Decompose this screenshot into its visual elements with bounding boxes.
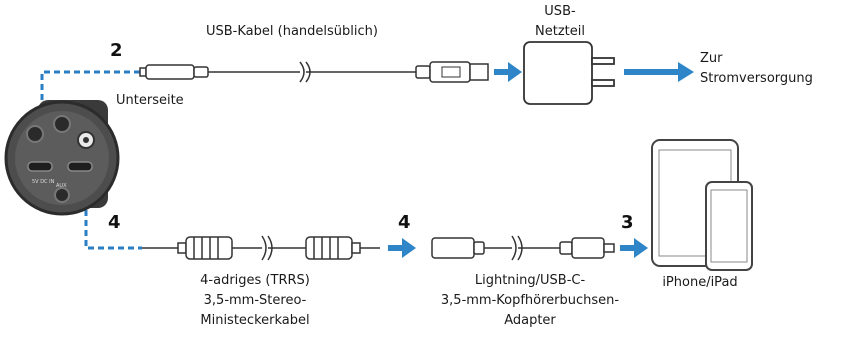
step-number-trrs-left: 4 [108,212,121,233]
headphone-adapter-cable [431,235,615,261]
usb-adapter-label-line2: Netzteil [535,24,585,39]
underside-label: Unterseite [116,93,184,108]
lightning-label-line2: 3,5-mm-Kopfhörerbuchsen- [440,293,620,308]
microphone-underside-image: 5V DC IN AUX [4,100,120,216]
trrs-label-line1: 4-adriges (TRRS) [200,273,310,288]
power-label-line2: Stromversorgung [700,71,813,86]
step-number-trrs-right: 4 [398,212,411,233]
arrow-to-power [624,62,694,82]
device-label: iPhone/iPad [662,275,738,290]
arrow-to-iphone-ipad [620,238,648,258]
dc-in-mark: 5V DC IN [32,179,55,185]
arrow-to-usb-adapter [494,62,522,82]
usb-power-adapter-image [523,41,615,105]
trrs-cable [142,235,380,261]
lightning-label-line1: Lightning/USB-C- [474,273,586,288]
trrs-label-line3: Ministeckerkabel [200,313,310,328]
usb-cable-label: USB-Kabel (handelsüblich) [206,24,378,39]
arrow-to-headphone-adapter [388,238,416,258]
usb-adapter-label-line1: USB- [544,4,576,19]
aux-mark: AUX [56,183,67,189]
dashed-connection-usb [40,70,140,160]
usb-cable [139,61,489,83]
power-label-line1: Zur [700,51,723,66]
ipad-iphone-image [651,139,753,271]
step-number-usb: 2 [110,40,123,61]
trrs-label-line2: 3,5-mm-Stereo- [203,293,307,308]
lightning-label-line3: Adapter [504,313,556,328]
step-number-device: 3 [621,212,634,233]
